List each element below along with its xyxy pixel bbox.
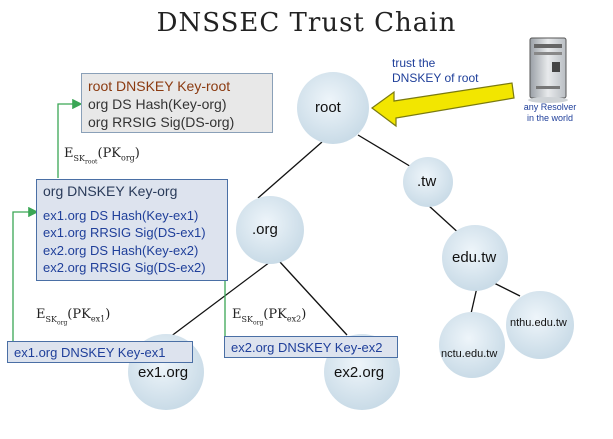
ex2-box-text: ex2.org DNSKEY Key-ex2 xyxy=(231,340,383,355)
node-org xyxy=(236,196,304,264)
formula1-sub: root xyxy=(84,158,98,166)
node-tw xyxy=(403,157,453,207)
formula-sk-org-ex1: ESKorg(PKex1) xyxy=(36,307,111,327)
ex2-dnskey-box: ex2.org DNSKEY Key-ex2 xyxy=(224,336,398,358)
label-tw: .tw xyxy=(417,173,437,190)
formula2-sk: SK xyxy=(45,314,57,324)
arrow-ex1-to-org xyxy=(12,206,39,345)
edge-org-ex1 xyxy=(169,261,271,338)
formula3-sub: org xyxy=(252,319,264,327)
tree-edges xyxy=(169,134,521,338)
label-nthu: nthu.edu.tw xyxy=(510,317,567,329)
formula3-pk-sub: ex2 xyxy=(286,314,302,324)
resolver-line2: in the world xyxy=(526,113,574,123)
formula1-e: E xyxy=(64,146,74,161)
node-nthu xyxy=(506,291,574,359)
formula3-pk: PK xyxy=(268,307,287,322)
resolver-caption: any Resolver in the world xyxy=(515,102,585,124)
trust-note-line1: trust the xyxy=(392,56,436,70)
formula1-pk: PK xyxy=(102,146,122,161)
formula2-pk: PK xyxy=(72,307,91,322)
edge-org-ex2 xyxy=(279,261,348,336)
formula-sk-root: ESKroot(PKorg) xyxy=(64,146,140,166)
org-dnskey-box: org DNSKEY Key-org ex1.org DS Hash(Key-e… xyxy=(36,179,228,281)
ex1-box-text: ex1.org DNSKEY Key-ex1 xyxy=(14,345,166,360)
label-org: .org xyxy=(252,221,278,238)
formula-sk-org-ex2: ESKorg(PKex2) xyxy=(232,307,307,327)
trust-arrow xyxy=(370,82,515,128)
root-dnskey-box: root DNSKEY Key-root org DS Hash(Key-org… xyxy=(81,73,273,133)
edge-root-org xyxy=(257,141,323,199)
org-box-line4: ex2.org RRSIG Sig(DS-ex2) xyxy=(43,260,206,275)
org-box-line2: ex1.org RRSIG Sig(DS-ex1) xyxy=(43,225,206,240)
label-edutw: edu.tw xyxy=(452,249,497,266)
node-root xyxy=(297,72,369,144)
org-box-line1: ex1.org DS Hash(Key-ex1) xyxy=(43,207,199,223)
formula1-pk-sub: org xyxy=(121,153,135,163)
trust-note-line2: DNSKEY of root xyxy=(392,71,479,85)
arrow-org-to-root xyxy=(57,98,83,178)
formula3-e: E xyxy=(232,307,242,322)
label-ex1: ex1.org xyxy=(138,364,189,381)
org-box-header: org DNSKEY Key-org xyxy=(43,183,178,199)
resolver-line1: any Resolver xyxy=(523,102,577,112)
org-box-line3: ex2.org DS Hash(Key-ex2) xyxy=(43,242,199,258)
edge-root-tw xyxy=(357,134,414,169)
label-ex2: ex2.org xyxy=(334,364,385,381)
formula2-e: E xyxy=(36,307,46,322)
server-icon xyxy=(528,37,568,103)
formula3-sk: SK xyxy=(241,314,253,324)
formula2-sub: org xyxy=(56,319,68,327)
formula1-sk: SK xyxy=(73,153,85,163)
root-box-line1: root DNSKEY Key-root xyxy=(88,78,231,94)
root-box-line3: org RRSIG Sig(DS-org) xyxy=(88,114,235,130)
node-edutw xyxy=(442,225,508,291)
root-box-line2: org DS Hash(Key-org) xyxy=(88,96,227,112)
formula2-pk-sub: ex1 xyxy=(90,314,106,324)
diagram-title: DNSSEC Trust Chain xyxy=(156,8,457,38)
ex1-dnskey-box: ex1.org DNSKEY Key-ex1 xyxy=(7,341,193,363)
node-nctu xyxy=(439,312,505,378)
label-root: root xyxy=(315,99,341,116)
trust-note: trust the DNSKEY of root xyxy=(392,56,478,86)
label-nctu: nctu.edu.tw xyxy=(441,348,498,360)
